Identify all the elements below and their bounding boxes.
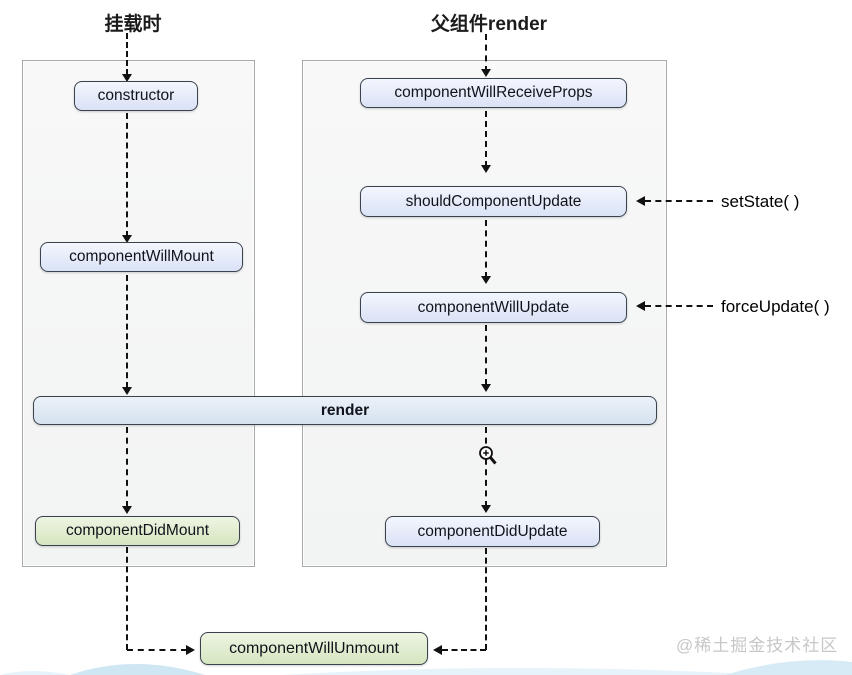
node-componentdidmount: componentDidMount [35,516,240,546]
node-componentwillunmount: componentWillUnmount [200,632,428,665]
arrow-line [485,220,487,278]
arrowhead-down [481,505,491,513]
arrow-line [442,649,486,651]
node-componentwillreceiveprops: componentWillReceiveProps [360,78,627,108]
arrowhead-left [636,301,645,311]
node-render: render [33,396,657,425]
arrow-line [127,649,187,651]
watermark: @稀土掘金技术社区 [676,636,839,655]
bottom-wave-decoration [0,660,852,675]
node-constructor: constructor [74,81,198,111]
arrowhead-down [481,384,491,392]
arrowhead-down [481,276,491,284]
column-title-mounting: 挂载时 [104,14,162,35]
forceupdate-label: forceUpdate( ) [721,297,830,316]
column-title-parent-render: 父组件render [430,14,548,35]
arrow-line [645,305,713,307]
node-componentwillmount: componentWillMount [40,242,243,272]
zoom-in-cursor-icon [479,446,497,465]
arrow-line [485,111,487,167]
arrow-line [126,275,128,388]
arrowhead-right [186,645,195,655]
node-componentwillupdate: componentWillUpdate [360,292,627,323]
arrow-line [485,427,487,507]
arrowhead-left [433,645,442,655]
arrow-line [126,113,128,237]
arrowhead-down [122,506,132,514]
mounting-panel [22,60,255,567]
arrowhead-down [481,165,491,173]
node-shouldcomponentupdate: shouldComponentUpdate [360,186,627,217]
arrowhead-left [636,196,645,206]
arrow-line [485,548,487,650]
setstate-label: setState( ) [721,192,800,211]
arrow-line [485,34,487,72]
arrow-line [126,33,128,75]
arrow-line [485,325,487,385]
arrowhead-down [481,69,491,77]
node-componentdidupdate: componentDidUpdate [385,516,600,547]
arrowhead-down [122,235,132,243]
arrowhead-down [122,74,132,82]
arrow-line [645,200,713,202]
arrowhead-down [122,387,132,395]
arrow-line [126,427,128,507]
arrow-line [126,547,128,650]
